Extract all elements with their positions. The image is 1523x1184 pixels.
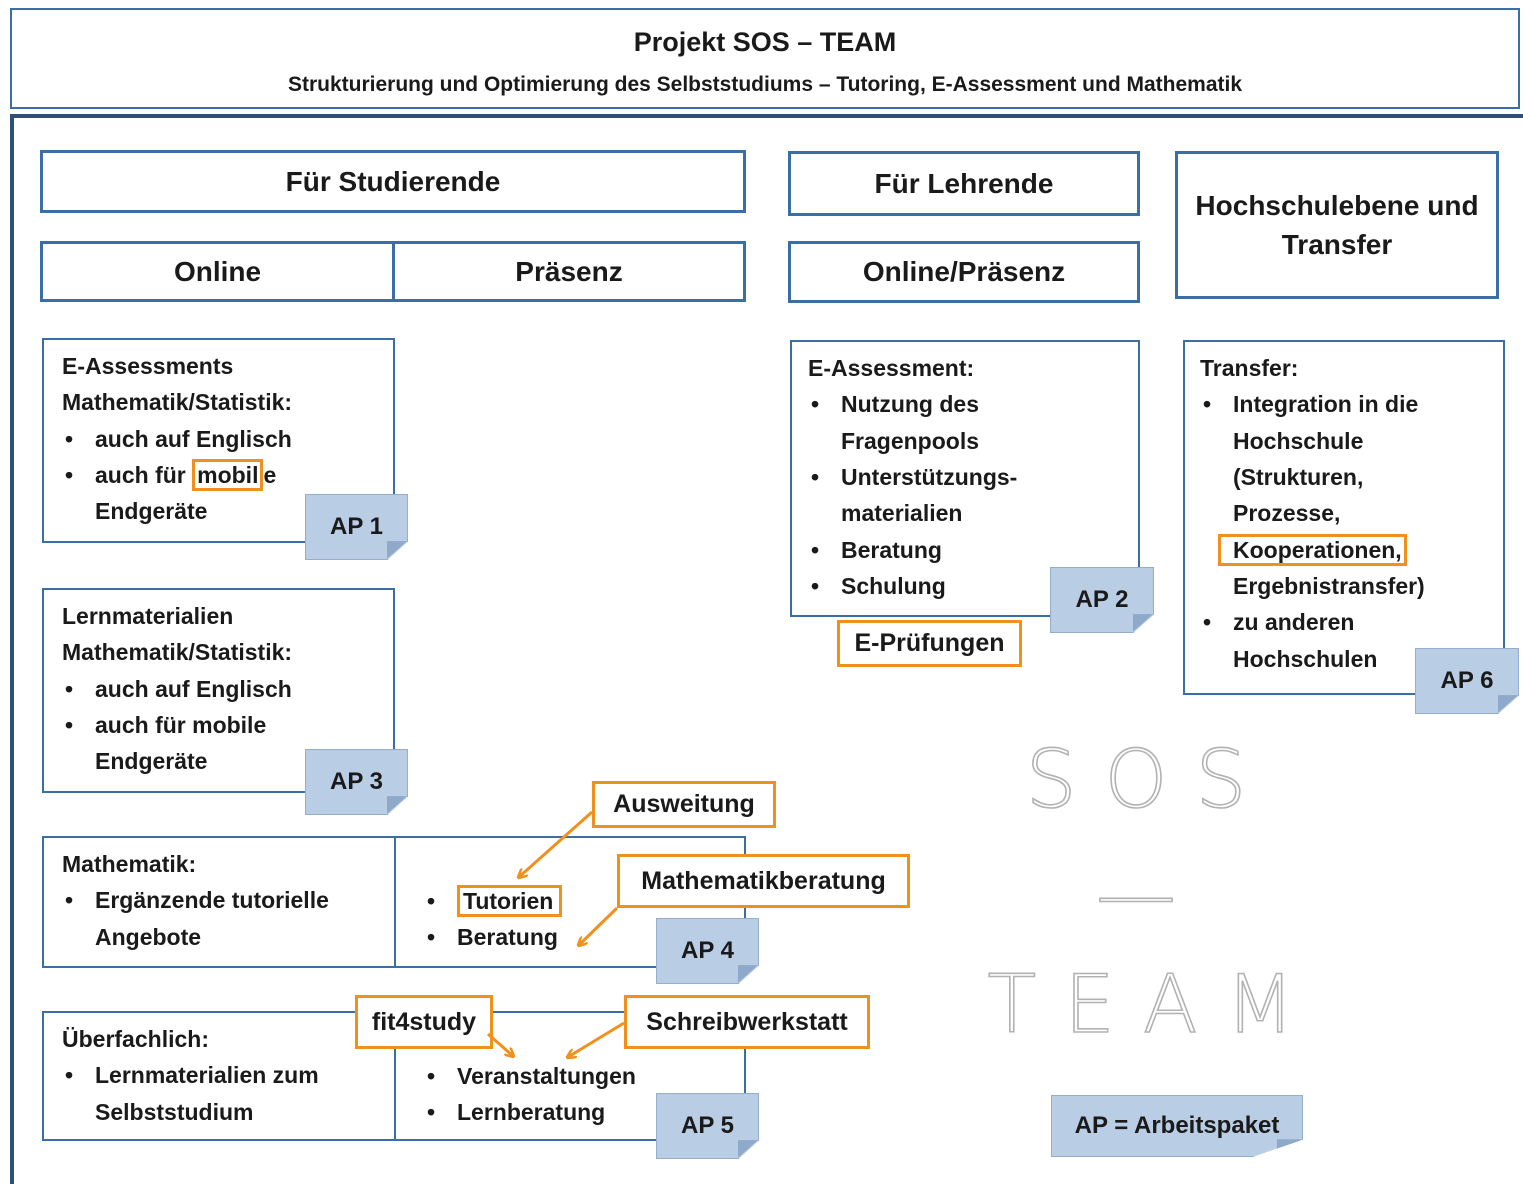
ap1-heading-1: E-Assessments [62,353,234,379]
ap5-tag-label: AP 5 [681,1112,734,1139]
ap1-content: E-Assessments Mathematik/Statistik: auch… [62,348,292,530]
ap3-item-english: auch auf Englisch [62,671,292,708]
ap3-tag-label: AP 3 [330,768,383,795]
ap3-item-mobile-line1: auch für mobile [95,711,267,738]
ap6-item-andere-line1: zu anderen [1233,609,1355,636]
page-subtitle: Strukturierung und Optimierung des Selbs… [287,73,1243,96]
ap1-item-mobile-line2: Endgeräte [95,498,208,525]
kooperationen-highlight: Kooperationen, [1218,533,1407,566]
ap6-item-integration-line4: Prozesse, [1233,500,1341,527]
ap6-item-integration-line3: (Strukturen, [1233,463,1364,490]
ap6-tag-label: AP 6 [1440,667,1494,694]
ap2-item-beratung: Beratung [808,532,1017,569]
ap1-item-mobile-pre: auch für [95,461,193,488]
ap4-item-beratung: Beratung [424,919,562,956]
header-online-praesenz: Online/Präsenz [788,241,1140,303]
ap6-content: Transfer: Integration in die Hochschule … [1200,350,1425,677]
arrow-mathematikberatung [579,906,619,945]
ap6-item-integration: Integration in die Hochschule (Strukture… [1200,386,1425,604]
ap4-right-content: Tutorien Beratung [424,883,563,956]
ap3-heading-2: Mathematik/Statistik: [62,639,293,666]
ap5-item-lernberatung: Lernberatung [424,1094,636,1131]
ap3-heading-1: Lernmaterialien [62,603,234,629]
ap2-item-schulung: Schulung [808,568,1017,605]
header-lehrende: Für Lehrende [788,151,1140,216]
ap2-item-fragenpool-line1: Nutzung des [841,391,979,418]
ap1-item-mobile-post: e [263,461,277,488]
ap6-item-integration-line2: Hochschule [1233,427,1364,454]
ap3-content: Lernmaterialien Mathematik/Statistik: au… [62,598,292,780]
arrow-ausweitung [519,810,593,877]
ap2-tag: AP 2 [1050,567,1154,633]
ap6-item-integration-line6: Ergebnistransfer) [1233,572,1425,599]
ap5-divider [394,1011,396,1141]
legend-label: AP = Arbeitspaket [1074,1112,1280,1139]
ap2-item-unterstuetzung-line2: materialien [841,500,963,527]
ap2-item-fragenpool-line2: Fragenpools [841,427,980,454]
header-box: Projekt SOS – TEAM Strukturierung und Op… [10,8,1520,109]
mobile-highlight: mobil [192,458,264,491]
header-studierende: Für Studierende [40,150,746,213]
ap5-item-lernmaterialien-line1: Lernmaterialien zum [95,1062,319,1089]
callout-mathematikberatung: Mathematikberatung [617,854,910,908]
logo-dash: — [1095,847,1204,942]
callout-e-pruefungen: E-Prüfungen [837,620,1022,667]
ap1-heading-2: Mathematik/Statistik: [62,389,293,416]
arrow-fit4study [487,1032,513,1056]
ap4-heading: Mathematik: [62,851,197,877]
ap3-item-mobile-line2: Endgeräte [95,748,208,775]
logo-team: TEAM [987,957,1323,1052]
callout-fit4study: fit4study [355,995,493,1049]
ap2-tag-label: AP 2 [1075,586,1129,613]
tutorien-highlight: Tutorien [457,885,563,917]
page-title: Projekt SOS – TEAM [633,27,897,57]
ap1-tag-label: AP 1 [330,513,383,540]
ap2-item-unterstuetzung: Unterstützungs-materialien [808,459,1017,532]
callout-ausweitung: Ausweitung [592,781,776,828]
ap4-left-content: Mathematik: Ergänzende tutorielleAngebot… [62,846,329,955]
ap5-heading: Überfachlich: [62,1026,209,1052]
header-hochschule: Hochschulebene und Transfer [1175,151,1499,299]
ap5-right-content: Veranstaltungen Lernberatung [424,1058,636,1131]
logo-sos: SOS [1025,732,1275,827]
ap6-item-integration-line1: Integration in die [1233,391,1419,418]
ap4-item-tutoriell-line1: Ergänzende tutorielle [95,887,329,914]
ap5-item-veranstaltungen: Veranstaltungen [424,1058,636,1095]
callout-schreibwerkstatt: Schreibwerkstatt [624,995,870,1049]
header-praesenz: Präsenz [392,241,746,302]
ap2-item-unterstuetzung-line1: Unterstützungs- [841,463,1018,490]
ap5-left-content: Überfachlich: Lernmaterialien zumSelbsts… [62,1021,319,1130]
ap1-tag: AP 1 [305,494,408,560]
ap4-tag-label: AP 4 [681,937,734,964]
ap4-item-tutorien: Tutorien [424,883,563,920]
header-online: Online [40,241,395,302]
ap6-tag: AP 6 [1415,648,1519,714]
legend-arbeitspaket: AP = Arbeitspaket [1051,1095,1303,1157]
arrow-schreibwerkstatt [568,1021,625,1057]
ap4-tag: AP 4 [656,918,759,984]
ap6-heading: Transfer: [1200,355,1299,381]
content-frame [10,114,1523,1184]
ap4-item-tutoriell-line2: Angebote [95,923,202,950]
ap6-item-andere-line2: Hochschulen [1233,645,1378,672]
ap1-item-english: auch auf Englisch [62,421,292,458]
ap5-tag: AP 5 [656,1093,759,1159]
ap2-heading: E-Assessment: [808,355,975,381]
ap5-item-lernmaterialien-line2: Selbststudium [95,1098,254,1125]
ap4-divider [394,836,396,968]
